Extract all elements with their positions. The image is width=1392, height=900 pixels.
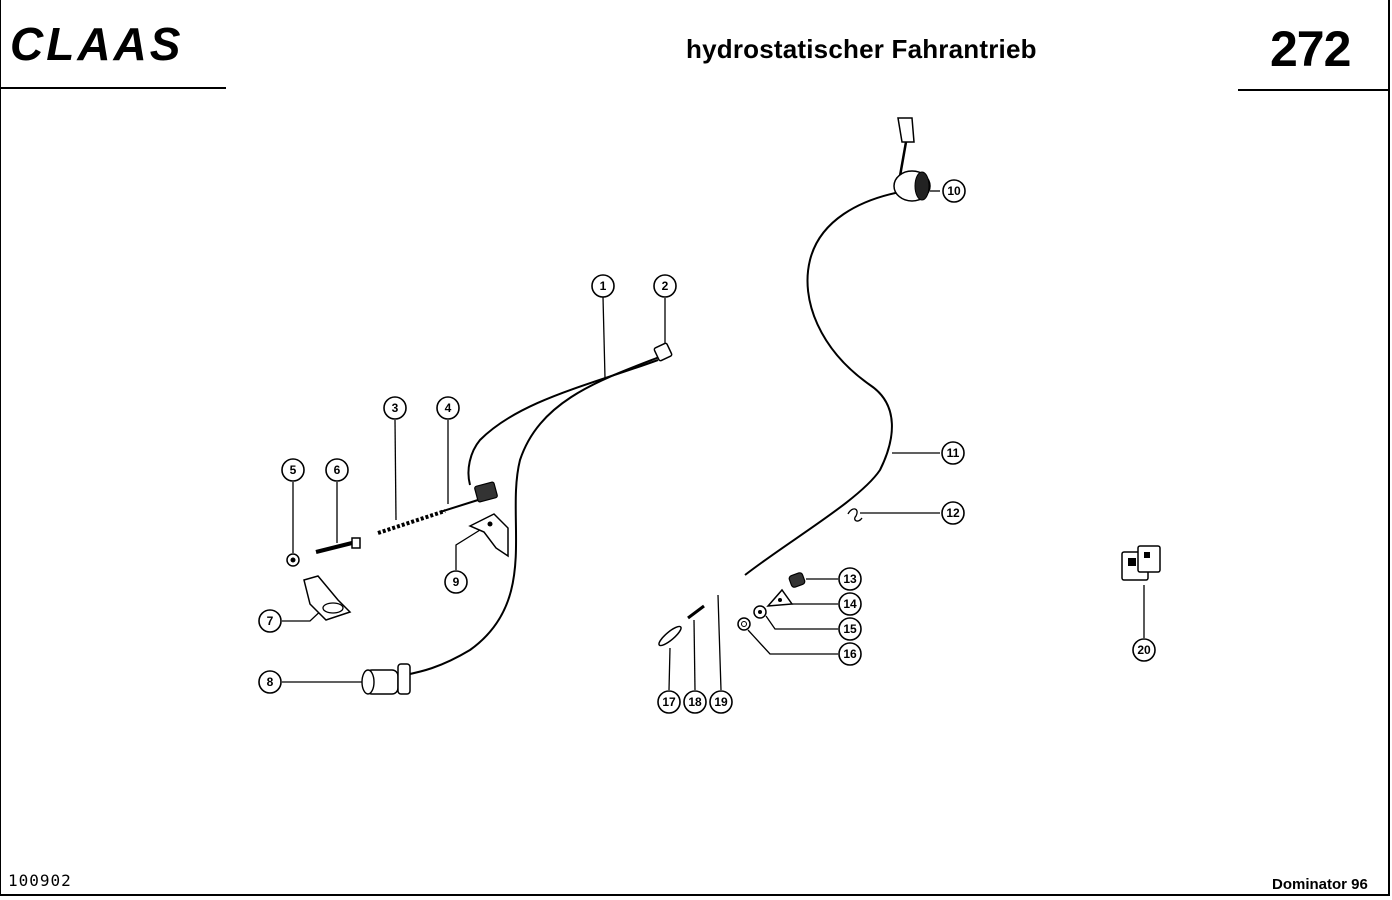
cable-1-outer: [404, 355, 663, 676]
callout-2: 2: [653, 274, 677, 298]
svg-text:4: 4: [445, 401, 452, 415]
callout-9: 9: [444, 570, 468, 594]
svg-text:14: 14: [843, 597, 857, 611]
page-number: 272: [1270, 21, 1351, 77]
svg-text:13: 13: [843, 572, 857, 586]
brand-rule: [0, 87, 226, 89]
brand-text: CLAAS: [10, 22, 183, 66]
part-6-bolt: [315, 537, 361, 554]
cable-1-inner: [467, 359, 659, 486]
svg-text:17: 17: [662, 695, 676, 709]
claas-logo: CLAAS: [10, 18, 183, 70]
callout-18: 18: [683, 690, 707, 714]
svg-text:6: 6: [334, 463, 341, 477]
part-8-connector: [361, 663, 411, 695]
callout-5: 5: [281, 458, 305, 482]
callout-15: 15: [838, 617, 862, 641]
brand-logo: CLAAS: [10, 18, 230, 70]
svg-text:11: 11: [947, 446, 960, 460]
part-15-washer: [753, 605, 767, 619]
callout-1: 1: [591, 274, 615, 298]
part-3-threaded-rod: [377, 509, 446, 535]
callout-12: 12: [941, 501, 965, 525]
svg-text:7: 7: [267, 614, 274, 628]
part-10-lever: [893, 117, 931, 202]
callout-4: 4: [436, 396, 460, 420]
part-7-bracket: [303, 575, 352, 621]
callout-7: 7: [258, 609, 282, 633]
part-13-screw: [788, 572, 806, 588]
svg-text:5: 5: [290, 463, 297, 477]
part-4-clevis: [439, 481, 498, 513]
svg-text:19: 19: [714, 695, 728, 709]
part-5-nut: [286, 553, 300, 567]
callout-13: 13: [838, 567, 862, 591]
svg-text:1: 1: [600, 279, 607, 293]
svg-text:9: 9: [453, 575, 460, 589]
part-12-clip: [847, 508, 863, 522]
callout-17: 17: [657, 690, 681, 714]
drawing-code: 100902: [8, 871, 72, 890]
callout-20: 20: [1132, 638, 1156, 662]
svg-text:12: 12: [946, 506, 960, 520]
part-9-bracket: [468, 513, 509, 558]
callout-10: 10: [942, 179, 966, 203]
svg-text:2: 2: [662, 279, 669, 293]
svg-text:16: 16: [843, 647, 857, 661]
model-name: Dominator 96: [1272, 876, 1368, 893]
part-17-pin: [658, 625, 682, 647]
svg-text:8: 8: [267, 675, 274, 689]
svg-text:20: 20: [1137, 643, 1151, 657]
leader-lines: [282, 190, 1145, 691]
callout-8: 8: [258, 670, 282, 694]
callout-3: 3: [383, 396, 407, 420]
callout-6: 6: [325, 458, 349, 482]
part-18-pin: [687, 604, 705, 620]
page-number-rule: [1238, 89, 1390, 91]
svg-text:15: 15: [843, 622, 857, 636]
callout-19: 19: [709, 690, 733, 714]
part-20-relay: [1121, 545, 1161, 581]
svg-text:10: 10: [947, 184, 961, 198]
callout-16: 16: [838, 642, 862, 666]
cable-11: [744, 191, 901, 576]
page-title: hydrostatischer Fahrantrieb: [686, 34, 1037, 64]
callout-11: 11: [941, 441, 965, 465]
part-14-plate: [766, 588, 794, 607]
part-2-cable-end: [653, 342, 673, 362]
callout-14: 14: [838, 592, 862, 616]
part-16-washer: [737, 617, 751, 631]
svg-text:18: 18: [688, 695, 702, 709]
svg-text:3: 3: [392, 401, 399, 415]
